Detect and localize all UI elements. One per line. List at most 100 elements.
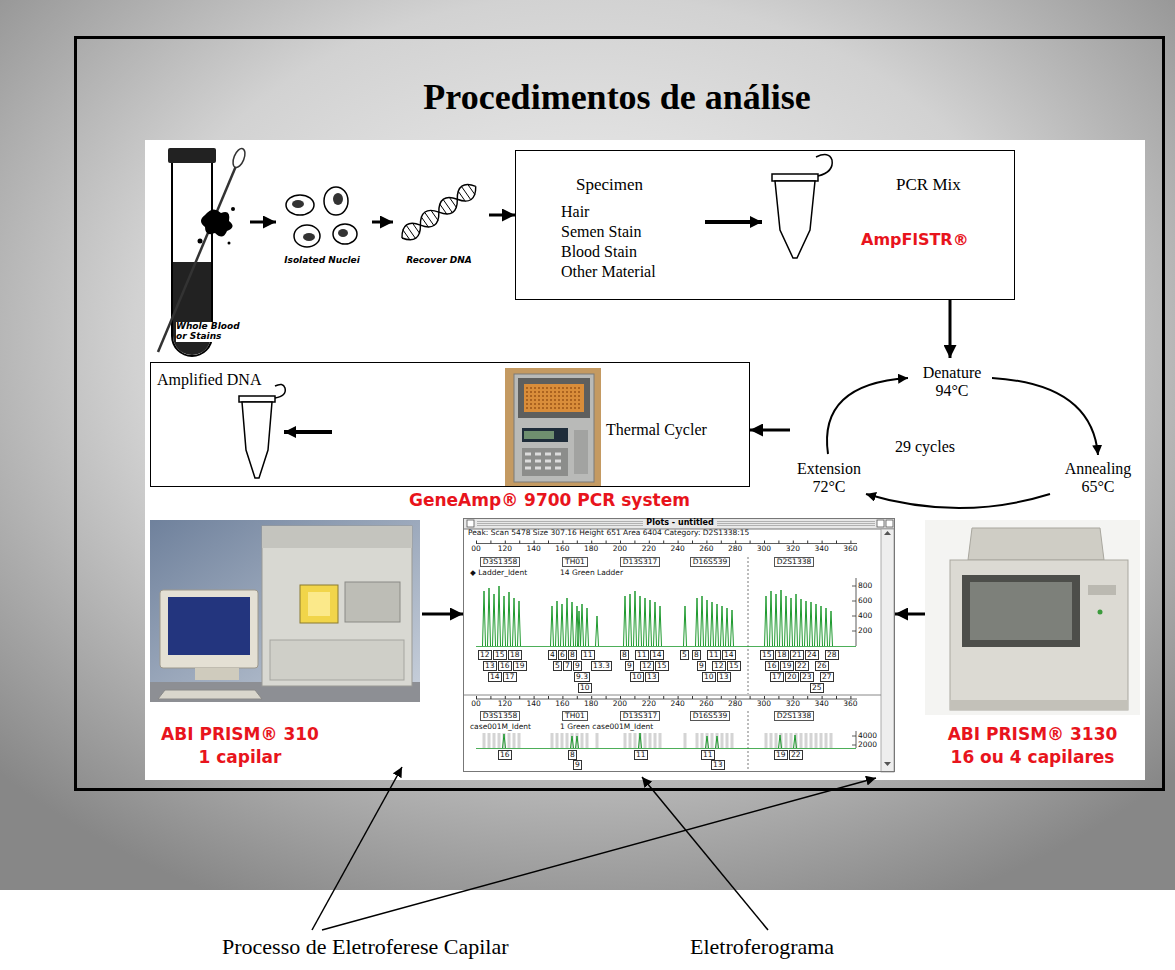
abi-310-photo — [308, 592, 330, 616]
abi-310-photo — [195, 668, 239, 680]
electropherogram-chrome — [483, 586, 833, 646]
page-title: Procedimentos de análise — [317, 77, 917, 118]
background — [145, 140, 1145, 780]
axis-number: 340 — [814, 700, 828, 708]
cycle-count: 29 cycles — [895, 438, 955, 456]
abi-310-photo — [345, 582, 400, 622]
allele-label: 9.3 — [574, 672, 590, 682]
allele-label: 15 — [493, 650, 507, 660]
thermal-cycler-photo — [525, 454, 565, 468]
illustration-caption: Recover DNA — [393, 256, 485, 266]
allele-label: 13 — [711, 760, 725, 770]
illustration-caption: Whole Blood or Stains — [176, 322, 246, 342]
sample-illustration: Whole Blood or Stains — [150, 145, 250, 357]
abi-310-photo — [300, 585, 338, 623]
dna-panel: Recover DNA — [393, 178, 489, 273]
nuclei-panel: Isolated Nuclei — [276, 178, 372, 273]
abi-310-photo — [150, 520, 420, 702]
blood-tube-drawing — [198, 239, 203, 244]
allele-label: 15 — [760, 650, 774, 660]
electropherogram-window: Plots - untitled — [463, 518, 895, 772]
allele-label: 28 — [825, 650, 839, 660]
allele-label: 9 — [573, 661, 582, 671]
axis-number: 300 — [757, 545, 771, 553]
y-axis-number: 200 — [858, 627, 872, 635]
thermal-cycler-photo — [505, 368, 601, 486]
blood-tube-drawing — [172, 162, 212, 356]
blood-tube-drawing — [231, 207, 235, 211]
thermal-cycler-photo — [522, 448, 568, 476]
locus-name: D16S539 — [690, 711, 730, 721]
electropherogram-chrome — [476, 646, 856, 647]
locus-name: D13S317 — [620, 557, 660, 567]
allele-label: 12 — [640, 661, 654, 671]
instrument-detail: 16 ou 4 capilares — [925, 748, 1140, 768]
specimen-item: Semen Stain — [561, 223, 641, 241]
specimen-item: Blood Stain — [561, 243, 637, 261]
nuclei-drawing — [286, 195, 314, 215]
axis-number: 140 — [526, 700, 540, 708]
axis-number: 260 — [699, 700, 713, 708]
allele-label: 26 — [815, 661, 829, 671]
blood-tube-drawing — [201, 209, 233, 236]
y-axis-number: 4000 — [858, 732, 877, 740]
axis-number: 180 — [584, 545, 598, 553]
background — [76, 38, 1164, 790]
allele-label: 18 — [508, 650, 522, 660]
thermal-cycler-photo — [524, 384, 584, 412]
flow-arrow — [250, 221, 276, 224]
cycle-step: Extension 72°C — [790, 460, 868, 497]
axis-number: 160 — [555, 545, 569, 553]
leader-lines — [322, 778, 876, 930]
pcr-tube-drawing — [816, 155, 832, 176]
locus-name: TH01 — [562, 557, 588, 567]
y-axis-number: 800 — [858, 582, 872, 590]
cycle-arrows — [866, 494, 1050, 508]
allele-label: 27 — [820, 672, 834, 682]
sequencer-photo: ABI PRISM® 3130 16 ou 4 capilares — [925, 520, 1144, 772]
abi-310-photo — [262, 526, 412, 686]
dna-helix-drawing — [397, 180, 480, 245]
allele-label: 13.3 — [591, 661, 612, 671]
blood-tube-drawing — [231, 147, 248, 169]
electropherogram-chrome — [852, 578, 856, 748]
background — [0, 0, 1175, 890]
cycle-arrows — [827, 378, 1098, 508]
abi-310-photo — [160, 590, 258, 668]
axis-number: 240 — [670, 545, 684, 553]
allele-label: 15 — [727, 661, 741, 671]
instrument-name: ABI PRISM® 3130 — [925, 725, 1140, 745]
pcr-cycle: Denature 94°C29 cyclesAnnealing 65°CExte… — [790, 358, 1142, 508]
allele-label: 9 — [697, 661, 706, 671]
y-axis-number: 2000 — [858, 741, 877, 749]
abi-3130-photo — [1088, 585, 1116, 595]
y-axis-number: 600 — [858, 597, 872, 605]
blood-tube-drawing — [173, 262, 211, 355]
axis-number: 00 — [471, 700, 481, 708]
leader-lines — [312, 767, 876, 930]
electropherogram-chrome — [503, 733, 797, 748]
electropherogram-chrome — [886, 520, 893, 527]
electropherogram-chrome — [476, 541, 857, 544]
allele-label: 24 — [805, 650, 819, 660]
axis-number: 360 — [843, 545, 857, 553]
callout-label: Eletroferograma — [690, 934, 834, 959]
box-heading: Amplified DNA — [157, 371, 261, 389]
leader-lines — [642, 777, 768, 930]
allele-label: 19 — [780, 661, 794, 671]
allele-label: 18 — [775, 650, 789, 660]
axis-number: 300 — [757, 700, 771, 708]
electropherogram-chrome — [476, 748, 856, 749]
instrument-name: ABI PRISM® 310 — [150, 725, 330, 745]
specimen-item: Hair — [561, 203, 589, 221]
allele-label: 8 — [568, 650, 577, 660]
cycle-step: Annealing 65°C — [1058, 460, 1138, 497]
nuclei-drawing — [333, 193, 343, 205]
abi-310-photo — [158, 690, 262, 699]
axis-number: 280 — [728, 545, 742, 553]
allele-label: 5 — [553, 661, 562, 671]
pcr-mix-box: SpecimenHairSemen StainBlood StainOther … — [515, 150, 1015, 300]
axis-number: 220 — [642, 700, 656, 708]
axis-number: 120 — [498, 545, 512, 553]
